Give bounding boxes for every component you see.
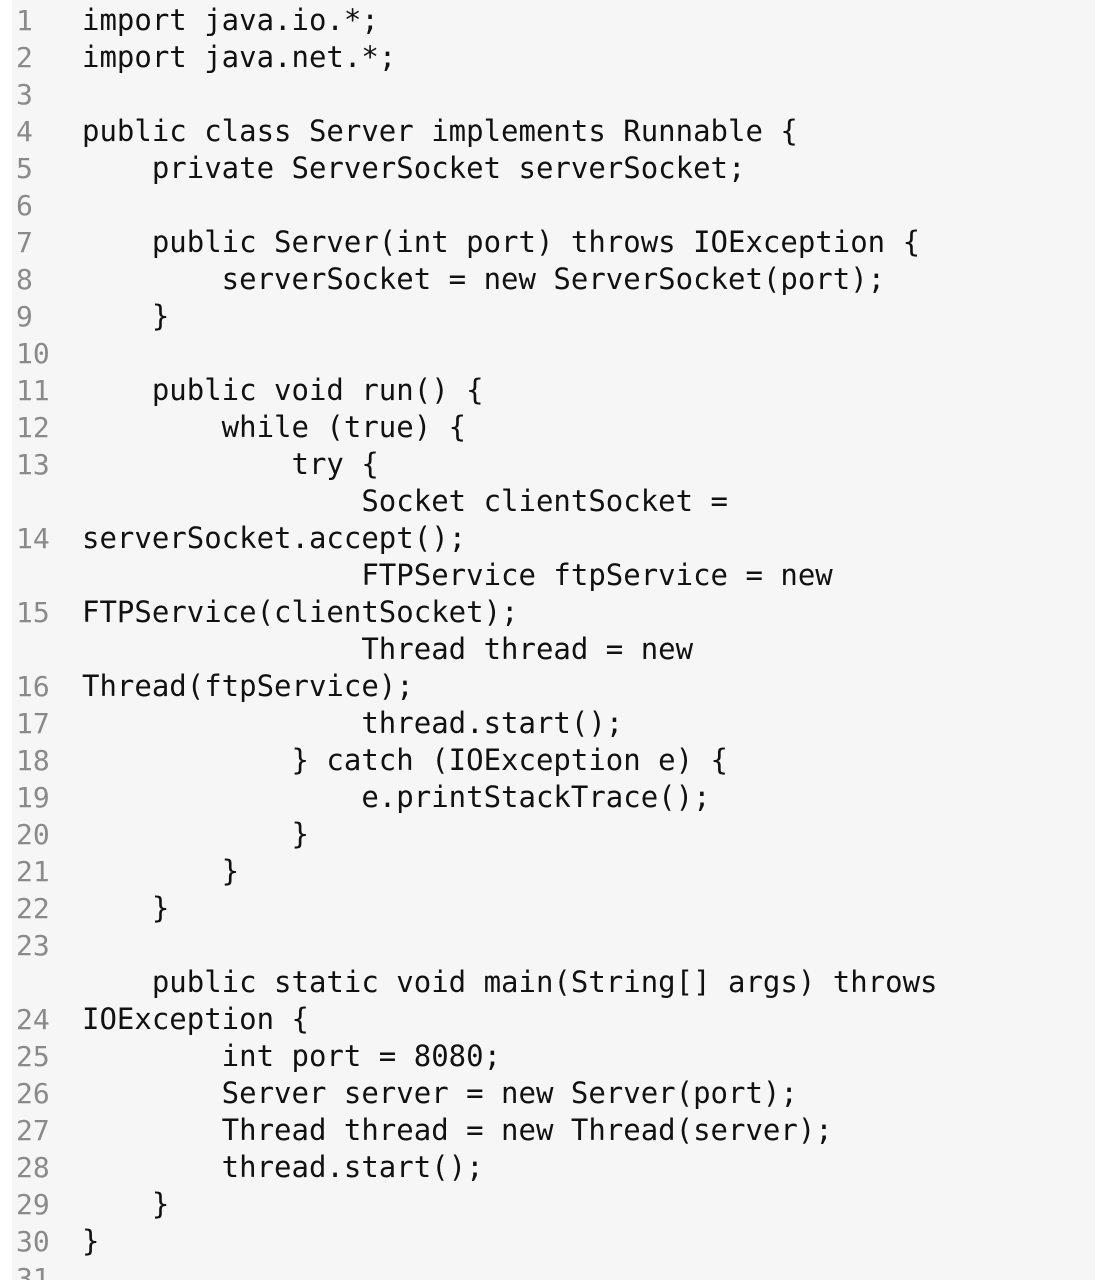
line-number: 22: [16, 892, 50, 925]
code-line: 16 Thread(ftpService);: [12, 668, 1095, 705]
line-number: 9: [16, 300, 33, 333]
line-number: 15: [16, 596, 50, 629]
code-text: public static void main(String[] args) t…: [82, 965, 938, 999]
line-number: 20: [16, 818, 50, 851]
code-text: try {: [82, 447, 379, 481]
code-text: e.printStackTrace();: [82, 780, 711, 814]
code-text: }: [82, 854, 240, 888]
code-line: 2 import java.net.*;: [12, 39, 1095, 76]
code-text: Thread thread = new: [82, 632, 694, 666]
code-text: serverSocket = new ServerSocket(port);: [82, 262, 886, 296]
code-line: 8 serverSocket = new ServerSocket(port);: [12, 261, 1095, 298]
code-line: 3: [12, 76, 1095, 113]
code-text: private ServerSocket serverSocket;: [82, 151, 746, 185]
code-line: 26 Server server = new Server(port);: [12, 1075, 1095, 1112]
code-text: public class Server implements Runnable …: [82, 114, 798, 148]
code-line: 6: [12, 187, 1095, 224]
code-line: 7 public Server(int port) throws IOExcep…: [12, 224, 1095, 261]
code-line: 13 try {: [12, 446, 1095, 483]
line-number: 7: [16, 226, 33, 259]
code-text: }: [82, 1187, 170, 1221]
line-number: 8: [16, 263, 33, 296]
line-number: 16: [16, 670, 50, 703]
code-text: FTPService(clientSocket);: [82, 595, 519, 629]
code-text: import java.net.*;: [82, 40, 397, 74]
code-line: 21 }: [12, 853, 1095, 890]
line-number: 13: [16, 448, 50, 481]
line-number: 19: [16, 781, 50, 814]
code-line: 24 IOException {: [12, 1001, 1095, 1038]
line-number: 26: [16, 1077, 50, 1110]
code-line: 12 while (true) {: [12, 409, 1095, 446]
line-number: 5: [16, 152, 33, 185]
code-text: Thread(ftpService);: [82, 669, 414, 703]
code-line: 23: [12, 927, 1095, 964]
code-line: 10: [12, 335, 1095, 372]
code-text: int port = 8080;: [82, 1039, 502, 1073]
code-line: 9 }: [12, 298, 1095, 335]
code-line: Thread thread = new: [12, 631, 1095, 668]
code-line: 20 }: [12, 816, 1095, 853]
code-text: import java.io.*;: [82, 3, 379, 37]
code-text: public Server(int port) throws IOExcepti…: [82, 225, 921, 259]
code-line: 28 thread.start();: [12, 1149, 1095, 1186]
code-text: IOException {: [82, 1002, 309, 1036]
line-number: 28: [16, 1151, 50, 1184]
line-number: 18: [16, 744, 50, 777]
line-number: 6: [16, 189, 33, 222]
code-text: public void run() {: [82, 373, 484, 407]
line-number: 24: [16, 1003, 50, 1036]
code-line: 4 public class Server implements Runnable…: [12, 113, 1095, 150]
code-line: 31: [12, 1260, 1095, 1280]
code-line: Socket clientSocket =: [12, 483, 1095, 520]
code-text: Server server = new Server(port);: [82, 1076, 798, 1110]
code-line: public static void main(String[] args) t…: [12, 964, 1095, 1001]
code-text: Thread thread = new Thread(server);: [82, 1113, 833, 1147]
line-number: 10: [16, 337, 50, 370]
code-line: 15 FTPService(clientSocket);: [12, 594, 1095, 631]
code-line: 25 int port = 8080;: [12, 1038, 1095, 1075]
code-line: 5 private ServerSocket serverSocket;: [12, 150, 1095, 187]
code-line: 17 thread.start();: [12, 705, 1095, 742]
code-text: }: [82, 817, 309, 851]
line-number: 31: [16, 1262, 50, 1280]
code-text: thread.start();: [82, 706, 624, 740]
line-number: 21: [16, 855, 50, 888]
code-text: } catch (IOException e) {: [82, 743, 729, 777]
line-number: 1: [16, 4, 33, 37]
code-line: 1 import java.io.*;: [12, 2, 1095, 39]
code-text: thread.start();: [82, 1150, 484, 1184]
line-number: 14: [16, 522, 50, 555]
line-number: 11: [16, 374, 50, 407]
line-number: 2: [16, 41, 33, 74]
code-line: 27 Thread thread = new Thread(server);: [12, 1112, 1095, 1149]
code-editor: 1 import java.io.*; 2 import java.net.*; 3…: [12, 0, 1095, 1280]
code-line: 22 }: [12, 890, 1095, 927]
code-line: 18 } catch (IOException e) {: [12, 742, 1095, 779]
line-number: 3: [16, 78, 33, 111]
code-line: FTPService ftpService = new: [12, 557, 1095, 594]
line-number: 27: [16, 1114, 50, 1147]
code-text: FTPService ftpService = new: [82, 558, 833, 592]
code-text: while (true) {: [82, 410, 467, 444]
code-text: }: [82, 1224, 100, 1258]
code-text: }: [82, 891, 170, 925]
line-number: 25: [16, 1040, 50, 1073]
code-text: Socket clientSocket =: [82, 484, 729, 518]
code-text: serverSocket.accept();: [82, 521, 467, 555]
line-number: 29: [16, 1188, 50, 1221]
line-number: 17: [16, 707, 50, 740]
code-line: 14 serverSocket.accept();: [12, 520, 1095, 557]
code-line: 29 }: [12, 1186, 1095, 1223]
code-text: }: [82, 299, 170, 333]
line-number: 12: [16, 411, 50, 444]
line-number: 23: [16, 929, 50, 962]
code-line: 11 public void run() {: [12, 372, 1095, 409]
code-line: 30}: [12, 1223, 1095, 1260]
line-number: 30: [16, 1225, 50, 1258]
line-number: 4: [16, 115, 33, 148]
code-line: 19 e.printStackTrace();: [12, 779, 1095, 816]
